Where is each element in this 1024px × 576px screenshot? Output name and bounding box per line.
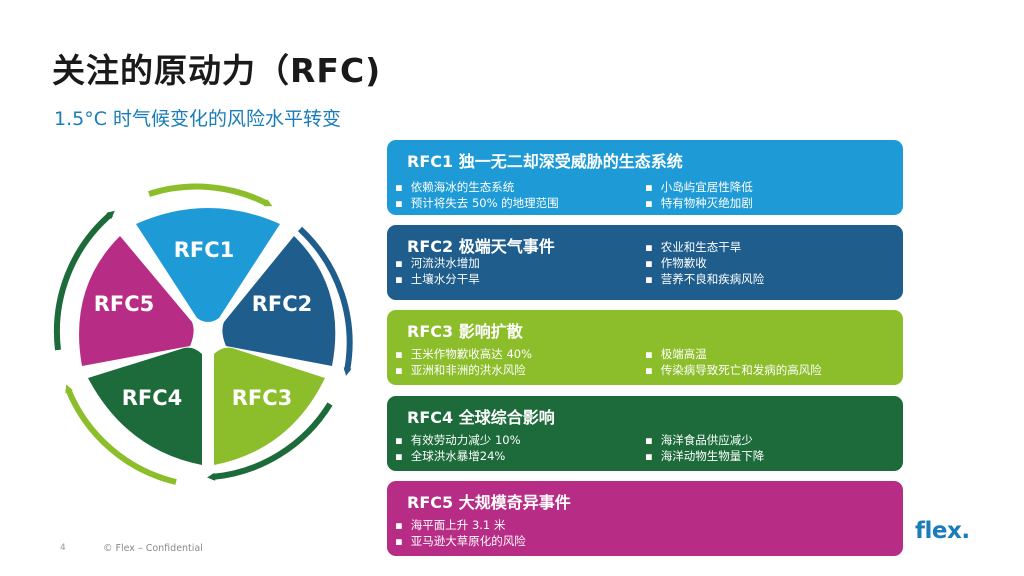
bullet-item: 亚洲和非洲的洪水风险: [395, 362, 532, 378]
segment-rfc1: [136, 208, 280, 322]
segment-rfc5: [79, 236, 194, 366]
card-title: RFC1 独一无二却深受威胁的生态系统: [407, 152, 683, 171]
bullet-item: 特有物种灭绝加剧: [645, 195, 753, 211]
bullet-item: 小岛屿宜居性降低: [645, 179, 753, 195]
bullet-item: 海洋动物生物量下降: [645, 448, 765, 464]
segment-label-rfc3: RFC3: [232, 386, 293, 410]
segment-rfc3: [214, 347, 325, 465]
cycle-arrow-top: [148, 183, 273, 207]
bullet-item: 土壤水分干旱: [395, 271, 480, 287]
card-bullets-left: 有效劳动力减少 10% 全球洪水暴增24%: [395, 432, 521, 464]
rfc1-card: RFC1 独一无二却深受威胁的生态系统 依赖海冰的生态系统 预计将失去 50% …: [387, 140, 903, 215]
logo-text: flex: [915, 518, 962, 544]
card-bullets-right: 农业和生态干旱 作物歉收 营养不良和疾病风险: [645, 239, 765, 287]
segment-rfc2: [222, 236, 336, 366]
segment-rfc4: [88, 347, 202, 465]
cycle-arrow-bottom-right: [207, 402, 333, 481]
bullet-item: 农业和生态干旱: [645, 239, 764, 255]
logo-dot: .: [961, 518, 970, 544]
card-title: RFC5 大规模奇异事件: [407, 493, 571, 512]
segment-label-rfc5: RFC5: [94, 292, 155, 316]
page-subtitle: 1.5°C 时气候变化的风险水平转变: [54, 108, 342, 130]
bullet-item: 极端高温: [645, 346, 822, 362]
flex-logo: flex.: [915, 518, 970, 544]
card-title: RFC2 极端天气事件: [407, 237, 555, 256]
bullet-item: 有效劳动力减少 10%: [395, 432, 521, 448]
card-bullets-right: 极端高温 传染病导致死亡和发病的高风险: [645, 346, 822, 378]
bullet-item: 亚马逊大草原化的风险: [395, 533, 526, 549]
bullet-item: 全球洪水暴增24%: [395, 448, 521, 464]
segment-label-rfc2: RFC2: [252, 292, 313, 316]
card-title: RFC4 全球综合影响: [407, 408, 555, 427]
cycle-arrow-bottom-left: [65, 384, 177, 485]
page-number: 4: [60, 543, 66, 553]
rfc5-card: RFC5 大规模奇异事件 海平面上升 3.1 米 亚马逊大草原化的风险: [387, 481, 903, 556]
segment-label-rfc1: RFC1: [174, 238, 235, 262]
rfc4-card: RFC4 全球综合影响 有效劳动力减少 10% 全球洪水暴增24% 海洋食品供应…: [387, 396, 903, 471]
bullet-item: 传染病导致死亡和发病的高风险: [645, 362, 822, 378]
segment-label-rfc4: RFC4: [122, 386, 183, 410]
card-bullets-left: 玉米作物歉收高达 40% 亚洲和非洲的洪水风险: [395, 346, 532, 378]
card-bullets-right: 海洋食品供应减少 海洋动物生物量下降: [645, 432, 765, 464]
card-bullets-left: 河流洪水增加 土壤水分干旱: [395, 255, 480, 287]
card-bullets-left: 海平面上升 3.1 米 亚马逊大草原化的风险: [395, 517, 526, 549]
cycle-arrow-right: [297, 226, 353, 376]
confidential-notice: © Flex – Confidential: [103, 543, 203, 554]
rfc3-card: RFC3 影响扩散 玉米作物歉收高达 40% 亚洲和非洲的洪水风险 极端高温 传…: [387, 310, 903, 385]
bullet-item: 依赖海冰的生态系统: [395, 179, 559, 195]
bullet-item: 玉米作物歉收高达 40%: [395, 346, 532, 362]
card-bullets-left: 依赖海冰的生态系统 预计将失去 50% 的地理范围: [395, 179, 559, 211]
bullet-item: 作物歉收: [645, 255, 764, 271]
card-bullets-right: 小岛屿宜居性降低 特有物种灭绝加剧: [645, 179, 753, 211]
bullet-item: 海平面上升 3.1 米: [395, 517, 526, 533]
rfc2-card: RFC2 极端天气事件 河流洪水增加 土壤水分干旱 农业和生态干旱 作物歉收 营…: [387, 225, 903, 300]
bullet-item: 海洋食品供应减少: [645, 432, 764, 448]
rfc-cycle-diagram: RFC1 RFC2 RFC3 RFC4 RFC5: [53, 183, 353, 485]
bullet-item: 营养不良和疾病风险: [645, 271, 765, 287]
bullet-item: 河流洪水增加: [395, 255, 480, 271]
page-title: 关注的原动力（RFC): [52, 51, 382, 90]
cycle-arrow-left: [53, 210, 115, 351]
card-title: RFC3 影响扩散: [407, 322, 523, 341]
bullet-item: 预计将失去 50% 的地理范围: [395, 195, 559, 211]
